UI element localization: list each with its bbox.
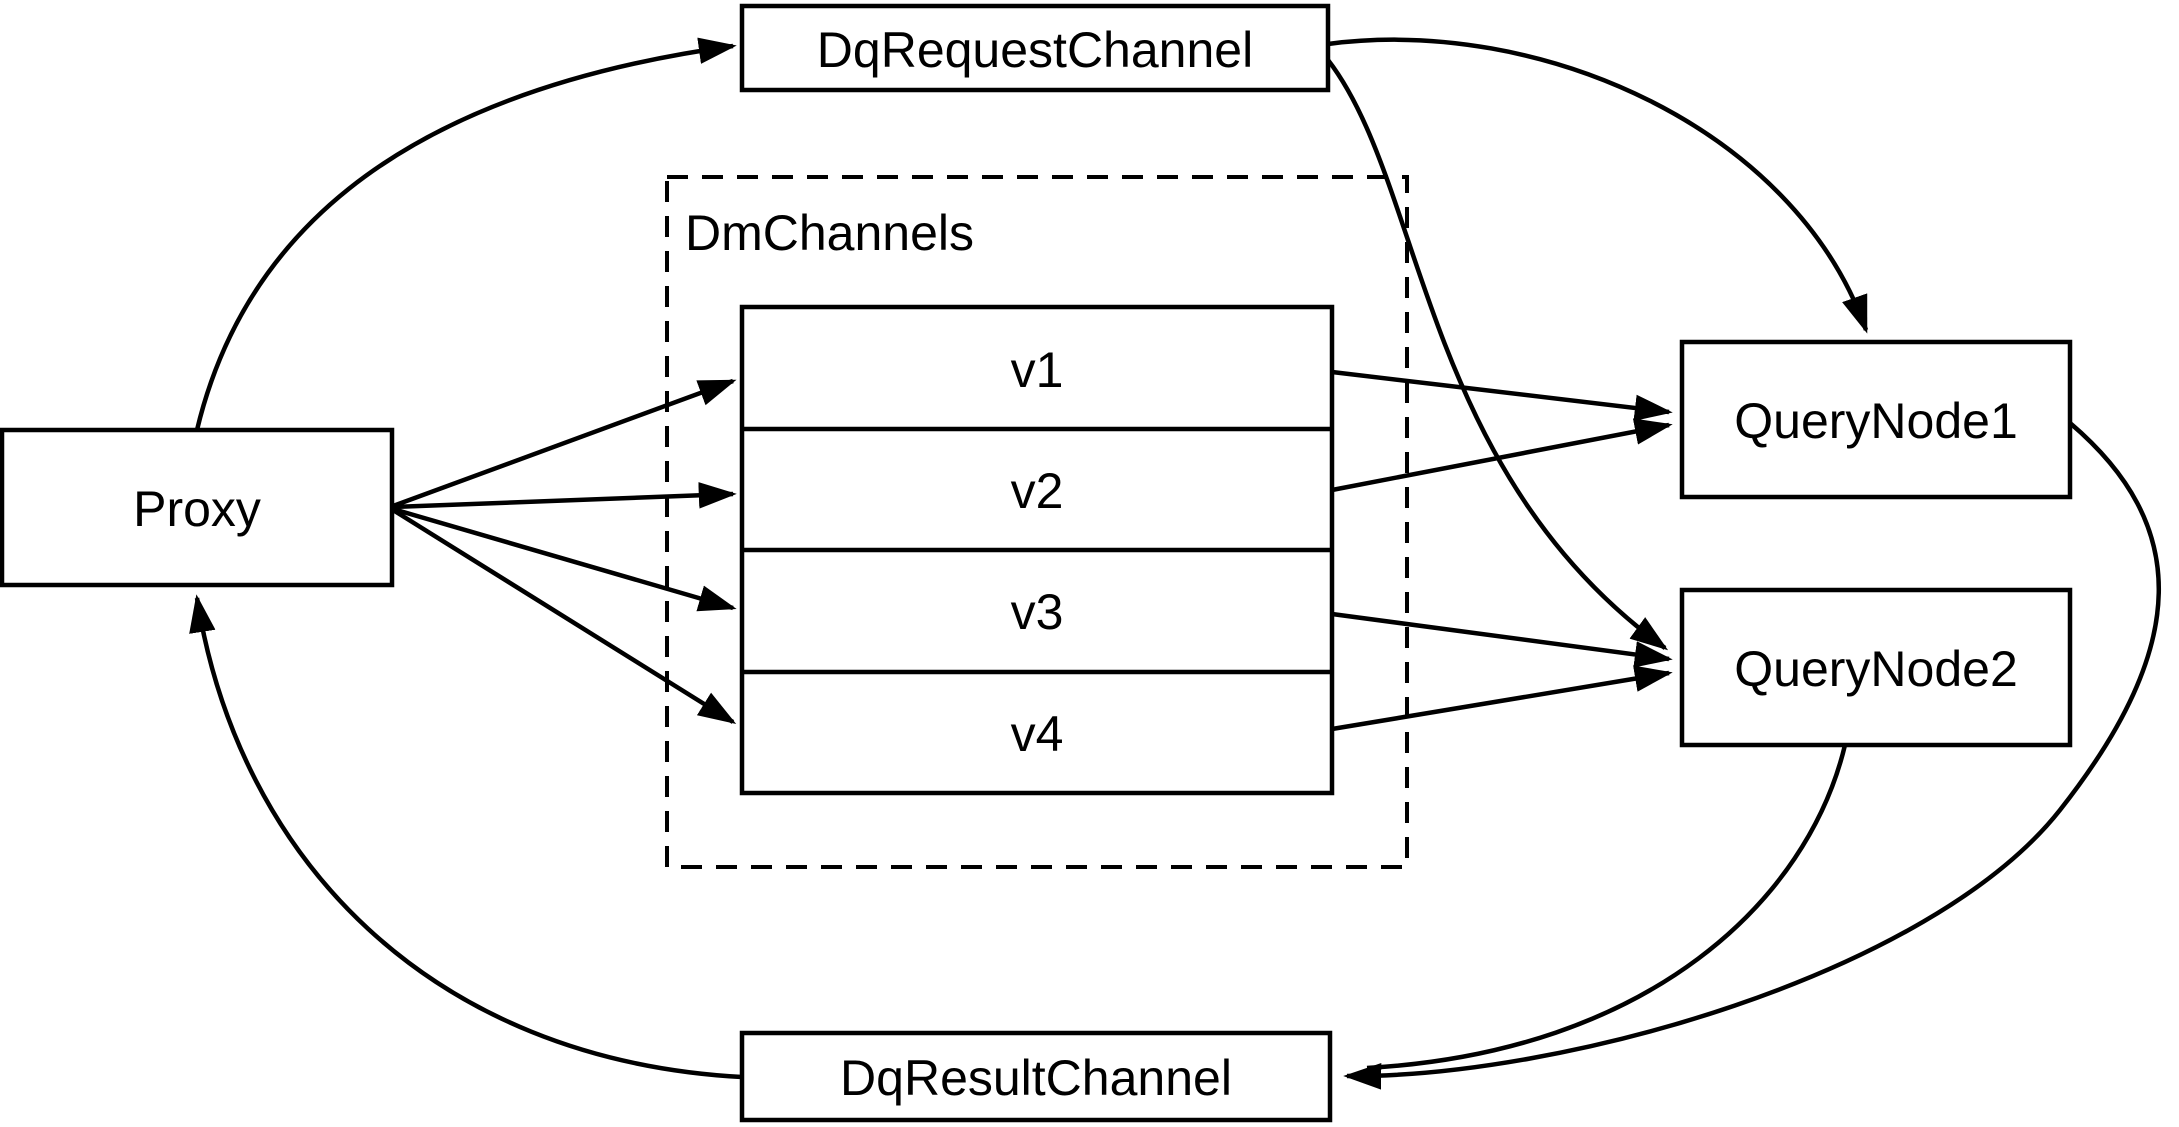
edge-proxy-to-v2 bbox=[392, 482, 737, 510]
query-node-2-label: QueryNode2 bbox=[1734, 641, 2018, 697]
dm-channels-group: DmChannels v1 v2 v3 v4 bbox=[665, 175, 1409, 869]
channel-row-v3-label: v3 bbox=[1011, 584, 1064, 640]
edge-v2-to-querynode1 bbox=[1331, 418, 1673, 493]
dq-request-channel-label: DqRequestChannel bbox=[817, 22, 1253, 78]
edge-querynode2-to-dqresultchannel bbox=[1366, 744, 1848, 1071]
edge-v1-to-querynode1 bbox=[1331, 369, 1673, 422]
channel-row-v1-label: v1 bbox=[1011, 342, 1064, 398]
edge-proxy-to-v4 bbox=[391, 508, 737, 725]
channel-table: v1 v2 v3 v4 bbox=[739, 304, 1335, 796]
dq-result-channel-box bbox=[739, 1030, 1333, 1123]
edge-dqresultchannel-to-proxy bbox=[189, 594, 743, 1080]
dm-channels-label: DmChannels bbox=[685, 205, 974, 261]
dm-channels-border bbox=[665, 175, 1409, 869]
proxy-node: Proxy bbox=[0, 427, 395, 588]
edge-v3-to-querynode2 bbox=[1331, 611, 1673, 668]
edge-proxy-to-v3 bbox=[392, 506, 737, 612]
dq-request-channel-node: DqRequestChannel bbox=[739, 3, 1331, 93]
proxy-label: Proxy bbox=[133, 481, 261, 537]
dq-request-channel-box bbox=[739, 3, 1331, 93]
edge-querynode1-to-dqresultchannel bbox=[1343, 421, 2161, 1090]
proxy-box bbox=[0, 427, 395, 588]
edge-proxy-to-v1 bbox=[392, 378, 737, 509]
query-node-1-label: QueryNode1 bbox=[1734, 393, 2018, 449]
edge-proxy-to-dqrequestchannel bbox=[194, 37, 737, 431]
query-node-1: QueryNode1 bbox=[1679, 339, 2073, 500]
query-node-2: QueryNode2 bbox=[1679, 587, 2073, 748]
edge-dqrequestchannel-to-querynode1 bbox=[1327, 37, 1869, 334]
channel-row-v2-label: v2 bbox=[1011, 463, 1064, 519]
channel-row-v4-label: v4 bbox=[1011, 706, 1064, 762]
dq-result-channel-node: DqResultChannel bbox=[739, 1030, 1333, 1123]
query-node-2-box bbox=[1679, 587, 2073, 748]
edge-v4-to-querynode2 bbox=[1331, 665, 1673, 732]
edge-dqrequestchannel-to-querynode2 bbox=[1326, 58, 1669, 651]
dq-result-channel-label: DqResultChannel bbox=[840, 1050, 1232, 1106]
edges-group bbox=[189, 37, 2161, 1090]
query-node-1-box bbox=[1679, 339, 2073, 500]
